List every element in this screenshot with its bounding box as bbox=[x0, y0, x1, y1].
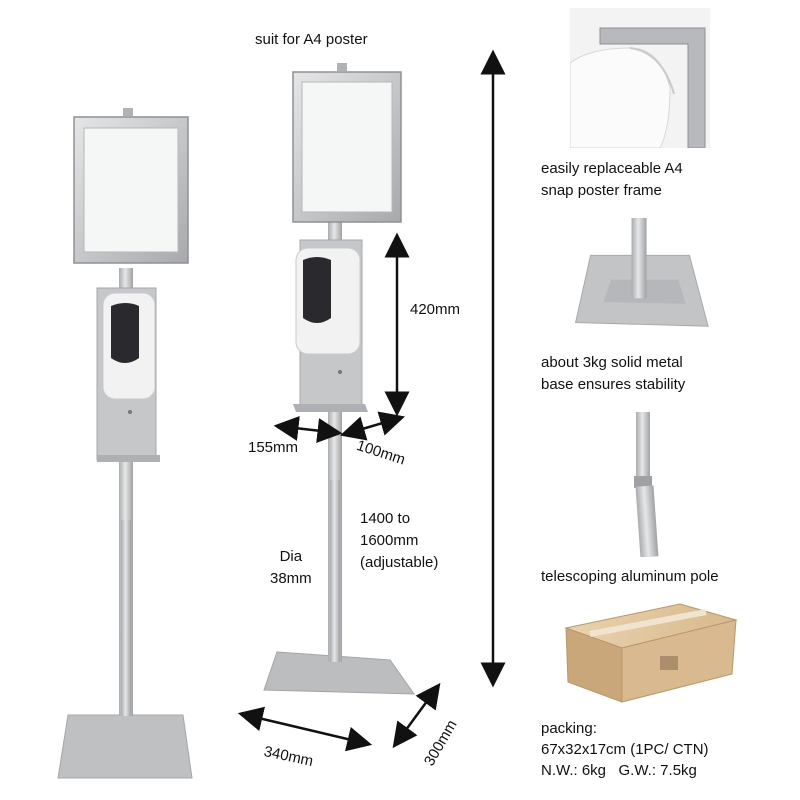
pole-height-line2: 1600mm bbox=[360, 532, 419, 549]
feature-frame-line1: easily replaceable A4 bbox=[541, 160, 683, 177]
pole-height-label: 1400 to 1600mm (adjustable) bbox=[360, 508, 438, 574]
dispenser-width-label: 155mm bbox=[248, 439, 299, 456]
telescoping-pole-icon bbox=[622, 412, 682, 557]
feature-frame-line2: snap poster frame bbox=[541, 182, 662, 199]
base-width-340-arrow bbox=[237, 706, 373, 752]
packing-weight: N.W.: 6kg G.W.: 7.5kg bbox=[541, 762, 697, 779]
feature-pole-caption: telescoping aluminum pole bbox=[541, 566, 719, 588]
carton-box-icon bbox=[560, 598, 740, 708]
packing-info: packing: 67x32x17cm (1PC/ CTN) N.W.: 6kg… bbox=[541, 718, 709, 781]
width-155-arrow bbox=[273, 415, 343, 444]
dispenser-height-label: 420mm bbox=[410, 301, 461, 318]
feature-base-caption: about 3kg solid metal base ensures stabi… bbox=[541, 352, 685, 396]
packing-label: packing: bbox=[541, 720, 597, 737]
pole-height-line1: 1400 to bbox=[360, 510, 411, 527]
feature-frame-caption: easily replaceable A4 snap poster frame bbox=[541, 158, 683, 202]
left-stand bbox=[57, 108, 193, 779]
pole-height-line3: (adjustable) bbox=[360, 554, 439, 571]
dia-line1: Dia bbox=[279, 548, 303, 565]
pole-diameter-label: Dia 38mm bbox=[270, 546, 312, 590]
center-stand bbox=[263, 63, 415, 695]
feature-pole-line1: telescoping aluminum pole bbox=[541, 568, 719, 585]
page-title: suit for A4 poster bbox=[255, 31, 368, 48]
feature-base-line1: about 3kg solid metal bbox=[541, 354, 683, 371]
base-depth-300-arrow bbox=[392, 682, 441, 749]
metal-base-icon bbox=[570, 214, 710, 334]
depth-100-arrow bbox=[340, 411, 405, 441]
packing-size: 67x32x17cm (1PC/ CTN) bbox=[541, 741, 709, 758]
feature-base-line2: base ensures stability bbox=[541, 376, 686, 393]
poster-frame-corner-icon bbox=[570, 8, 710, 148]
dia-line2: 38mm bbox=[270, 570, 312, 587]
